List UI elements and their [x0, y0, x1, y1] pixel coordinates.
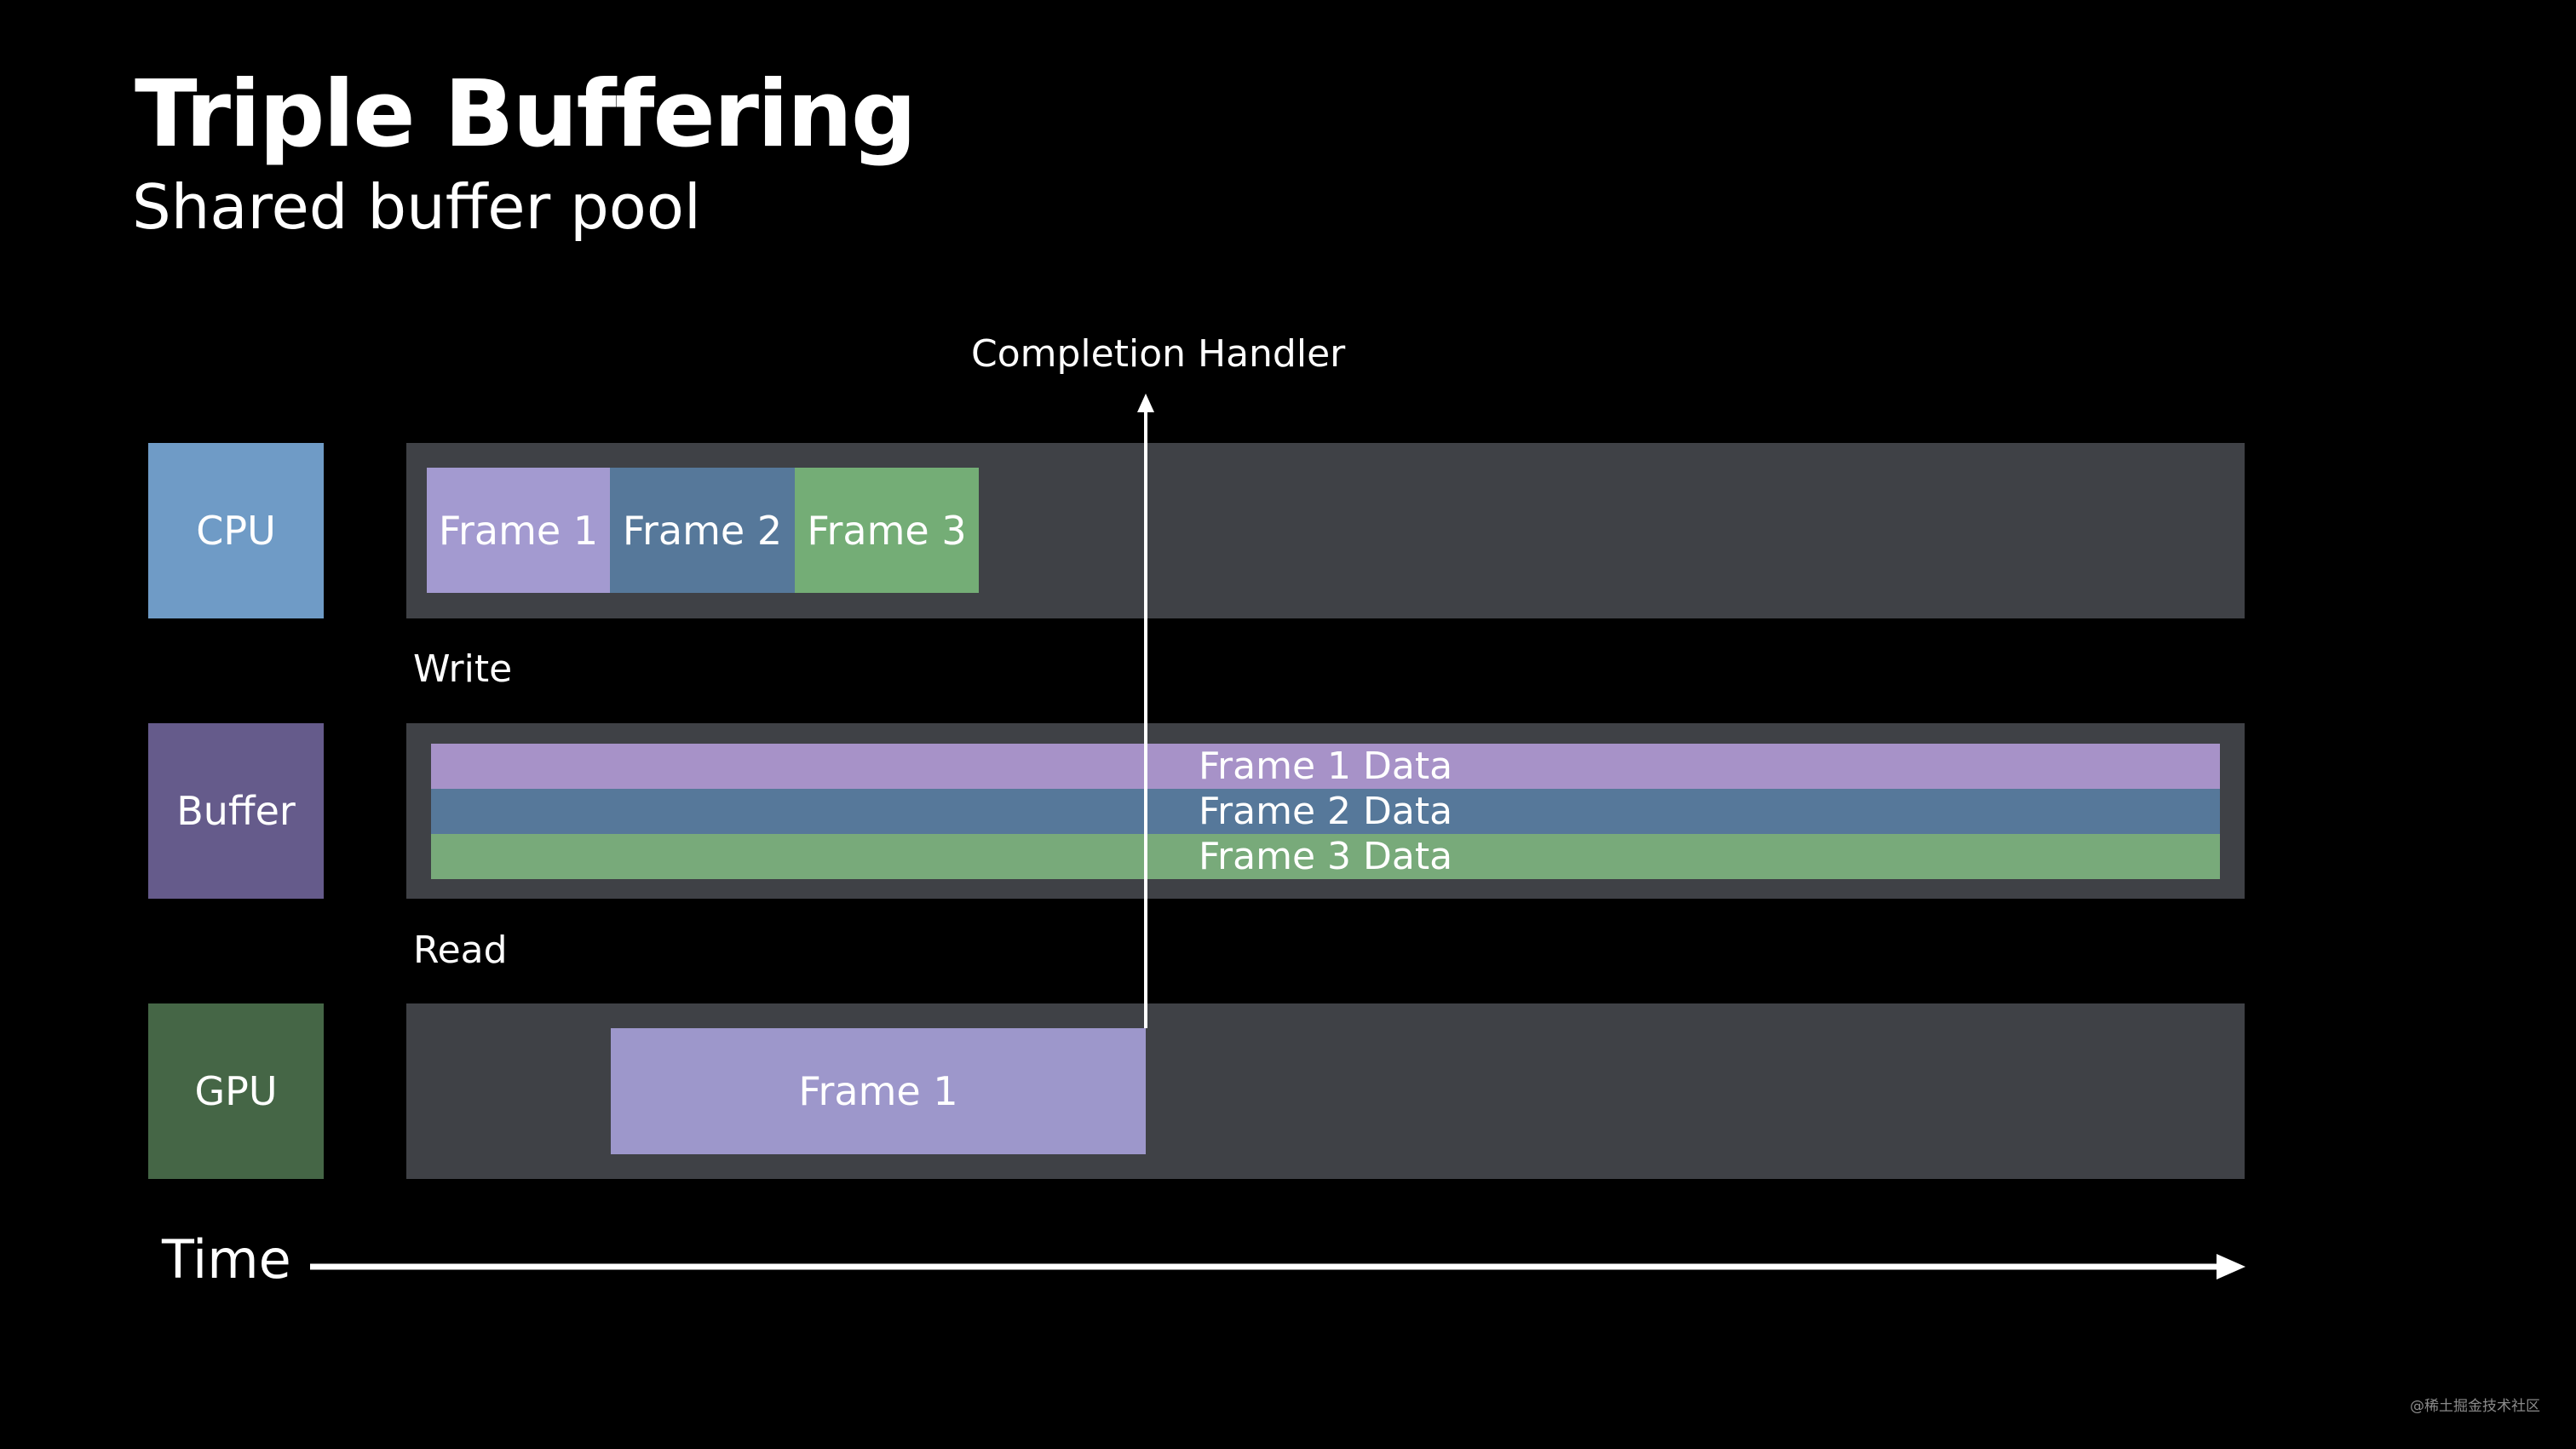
- read-label: Read: [413, 929, 508, 972]
- cpu-frame-3: Frame 3: [795, 468, 979, 593]
- buffer-row-label: Buffer: [148, 723, 324, 899]
- cpu-frame-1: Frame 1: [427, 468, 610, 593]
- gpu-row-label: GPU: [148, 1003, 324, 1179]
- page-subtitle: Shared buffer pool: [132, 171, 701, 243]
- frame-3-data-bar: Frame 3 Data: [431, 834, 2220, 879]
- completion-handler-arrow-head: [1137, 394, 1154, 412]
- page-title: Triple Buffering: [135, 61, 917, 168]
- cpu-row-label: CPU: [148, 443, 324, 618]
- time-arrow-head: [2217, 1254, 2245, 1279]
- time-label: Time: [162, 1228, 291, 1291]
- completion-handler-label: Completion Handler: [971, 332, 1346, 376]
- watermark: @稀土掘金技术社区: [2410, 1398, 2540, 1415]
- cpu-frame-2: Frame 2: [610, 468, 795, 593]
- frame-1-data-bar: Frame 1 Data: [431, 744, 2220, 789]
- frame-2-data-bar: Frame 2 Data: [431, 789, 2220, 834]
- gpu-frame-1: Frame 1: [611, 1028, 1146, 1154]
- write-label: Write: [413, 647, 513, 691]
